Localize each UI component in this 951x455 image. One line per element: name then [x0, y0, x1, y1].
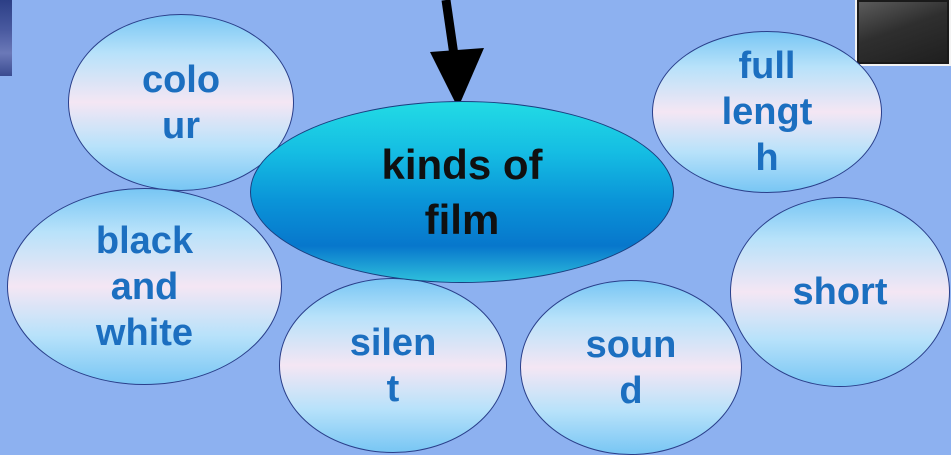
node-black-and-white: black and white: [7, 188, 282, 385]
node-label: silen t: [349, 321, 437, 410]
node-label: short: [792, 271, 888, 313]
node-label: colo ur: [141, 58, 221, 147]
corner-decoration-left: [0, 0, 12, 76]
arrow-head: [430, 48, 484, 108]
node-silent: silen t: [279, 278, 507, 453]
node-sound: soun d: [520, 280, 742, 455]
node-short: short: [730, 197, 950, 387]
arrow-shaft: [441, 0, 460, 63]
center-label: kinds of film: [381, 141, 543, 243]
node-label: full lengt h: [721, 45, 813, 179]
node-full-length: full lengt h: [652, 31, 882, 193]
center-node: kinds of film: [250, 101, 674, 283]
node-label: black and white: [95, 219, 194, 354]
node-colour: colo ur: [68, 14, 294, 191]
corner-decoration-right: [855, 0, 951, 66]
node-label: soun d: [585, 323, 677, 412]
